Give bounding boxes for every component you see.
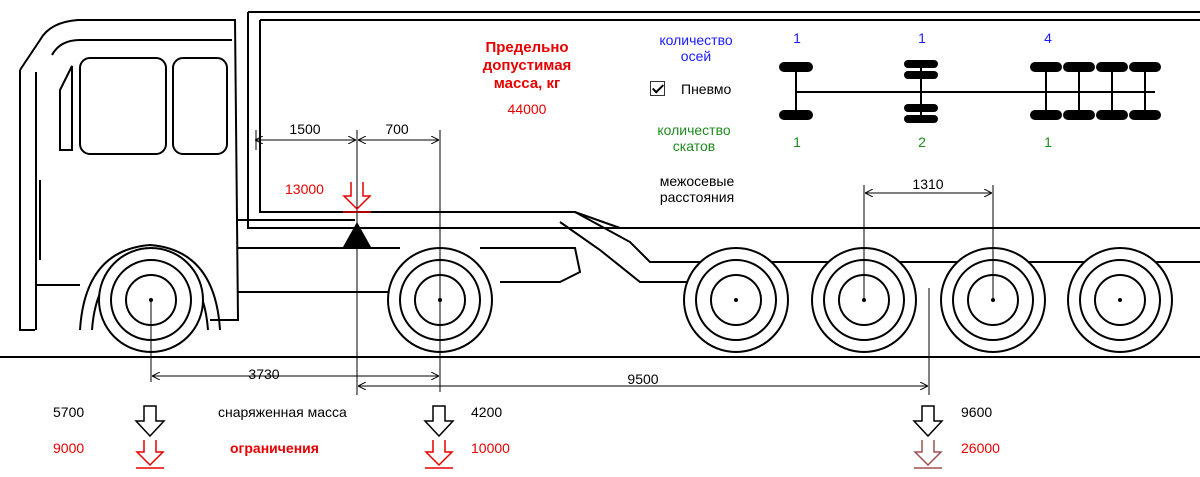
limits-label: ограничения: [230, 440, 319, 456]
max-mass-line1: Предельно: [485, 39, 569, 56]
pneumo-checkbox[interactable]: [650, 81, 665, 96]
dim-9500: 9500: [627, 371, 659, 387]
curb-front-value: 5700: [53, 404, 85, 420]
axles-count-label-line1: количество: [659, 32, 733, 48]
curb-rear-tractor-value: 4200: [471, 404, 503, 420]
dim-3730: 3730: [248, 366, 280, 382]
wheelbase-value: 1310: [912, 176, 944, 192]
tires-count-group3: 1: [1044, 134, 1052, 150]
kingpin-limit-arrow: [342, 182, 372, 213]
tires-count-group2: 2: [918, 134, 926, 150]
limit-rear-tractor-value: 10000: [471, 440, 510, 456]
dimension-lines: [153, 130, 991, 386]
dim-700: 700: [385, 121, 409, 137]
max-mass-value: 44000: [507, 101, 547, 117]
curb-mass-label: снаряженная масса: [218, 404, 347, 420]
dim-1500: 1500: [289, 121, 321, 137]
wheelbase-label-line2: расстояния: [659, 189, 735, 205]
max-mass-line2: допустимая: [482, 57, 572, 74]
limit-arrow-trailer: [913, 440, 943, 469]
curb-arrows: [134, 405, 944, 438]
pneumo-label: Пневмо: [681, 81, 732, 97]
axle-guides: [150, 130, 994, 395]
axles-count-label-line2: осей: [680, 48, 712, 64]
axles-count-label: количество осей: [659, 32, 732, 64]
tires-count-group1: 1: [793, 134, 801, 150]
kingpin-limit-value: 13000: [285, 181, 324, 197]
wheelbase-label-line1: межосевые: [659, 173, 735, 189]
wheel-trailer-2: [811, 247, 917, 353]
wheelbase-label: межосевые расстояния: [660, 173, 734, 205]
tires-count-label-line2: скатов: [672, 138, 716, 154]
max-mass-line3: масса, кг: [493, 75, 561, 92]
max-mass-label: Предельно допустимая масса, кг: [483, 39, 572, 93]
axle-schematic: [779, 60, 1161, 123]
axles-count-group3: 4: [1044, 30, 1052, 46]
tires-count-label: количество скатов: [657, 122, 730, 154]
tires-count-label-line1: количество: [657, 122, 731, 138]
limit-arrows: [135, 440, 454, 469]
limit-trailer-value: 26000: [961, 440, 1000, 456]
axles-count-group1: 1: [793, 30, 801, 46]
limit-front-value: 9000: [53, 440, 85, 456]
curb-trailer-value: 9600: [961, 404, 993, 420]
axles-count-group2: 1: [918, 30, 926, 46]
trailer-box: [247, 11, 1200, 283]
wheel-trailer-4: [1067, 247, 1173, 353]
